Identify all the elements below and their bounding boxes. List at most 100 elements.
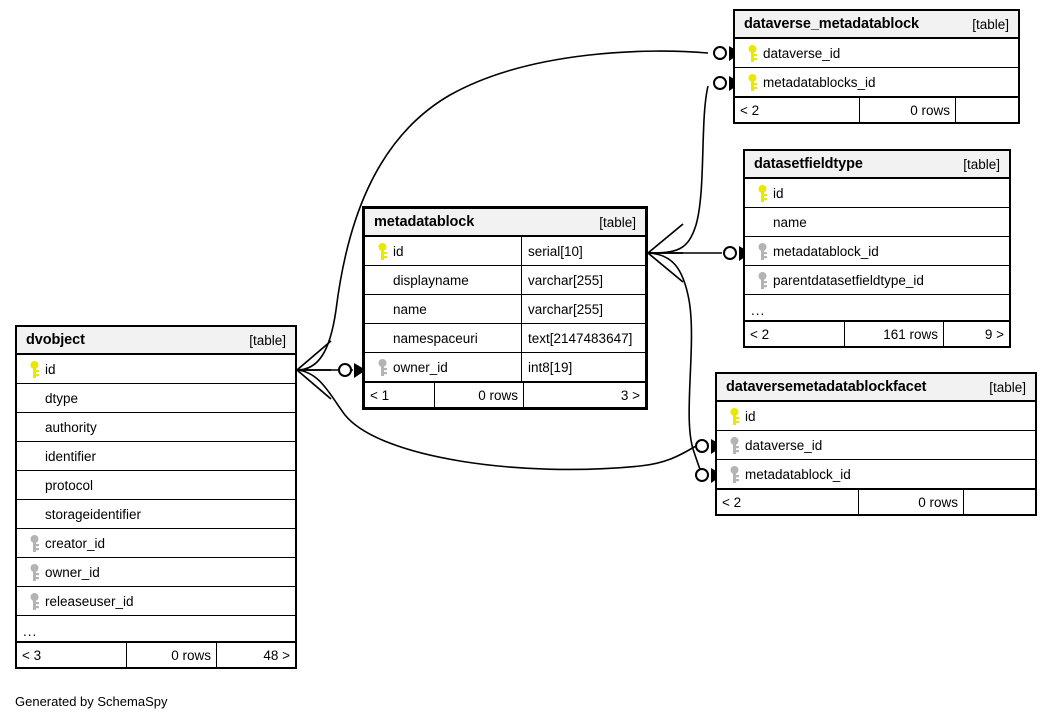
table-footer: < 2 0 rows: [735, 97, 1018, 122]
column-name: protocol: [45, 477, 94, 493]
footer-children: [963, 490, 1035, 514]
column-type: serial[10]: [521, 237, 645, 265]
table-row[interactable]: releaseuser_id: [17, 587, 295, 616]
footer-parents: < 3: [22, 647, 42, 663]
more-columns-indicator: ...: [17, 616, 295, 642]
table-datasetfieldtype[interactable]: datasetfieldtype [table] id name metad: [743, 149, 1011, 348]
table-row[interactable]: metadatablock_id: [745, 237, 1009, 266]
table-row[interactable]: dataverse_id: [717, 431, 1035, 460]
table-header: metadatablock [table]: [365, 209, 645, 237]
table-row[interactable]: protocol: [17, 471, 295, 500]
more-columns-indicator: ...: [745, 295, 1009, 321]
column-name: dataverse_id: [745, 437, 823, 453]
footer-rowcount: 0 rows: [126, 643, 216, 667]
table-row[interactable]: id serial[10]: [365, 237, 645, 266]
foreign-key-icon: [723, 465, 745, 483]
table-row[interactable]: owner_id int8[19]: [365, 353, 645, 382]
table-dataverse_metadatablock[interactable]: dataverse_metadatablock [table] datavers…: [733, 9, 1020, 124]
table-row[interactable]: authority: [17, 413, 295, 442]
foreign-key-icon: [723, 436, 745, 454]
footer-parents: < 2: [740, 102, 760, 118]
column-cell: id: [717, 402, 1035, 430]
table-row[interactable]: name varchar[255]: [365, 295, 645, 324]
column-cell: parentdatasetfieldtype_id: [745, 266, 1009, 294]
column-cell: name: [365, 295, 521, 323]
foreign-key-icon: [371, 358, 393, 376]
column-cell: identifier: [17, 442, 295, 470]
foreign-key-icon: [751, 242, 773, 260]
table-row[interactable]: metadatablocks_id: [735, 68, 1018, 97]
column-name: owner_id: [45, 564, 100, 580]
column-type: int8[19]: [521, 353, 645, 381]
column-name: identifier: [45, 448, 97, 464]
table-dvobject[interactable]: dvobject [table] id dtype authority: [15, 325, 297, 669]
column-cell: dtype: [17, 384, 295, 412]
table-metadatablock[interactable]: metadatablock [table] id serial[10] disp…: [362, 206, 648, 410]
table-title: dataverse_metadatablock: [744, 16, 920, 32]
column-name: creator_id: [45, 535, 106, 551]
table-row[interactable]: dataverse_id: [735, 39, 1018, 68]
footer-rowcount: 0 rows: [859, 98, 955, 122]
column-cell: storageidentifier: [17, 500, 295, 528]
table-row[interactable]: parentdatasetfieldtype_id: [745, 266, 1009, 295]
column-name: metadatablock_id: [773, 243, 879, 259]
column-cell: dataverse_id: [717, 431, 1035, 459]
table-row[interactable]: id: [17, 355, 295, 384]
table-row[interactable]: displayname varchar[255]: [365, 266, 645, 295]
table-row[interactable]: name: [745, 208, 1009, 237]
table-row[interactable]: dtype: [17, 384, 295, 413]
column-cell: creator_id: [17, 529, 295, 557]
primary-key-icon: [751, 184, 773, 202]
table-row[interactable]: owner_id: [17, 558, 295, 587]
table-row[interactable]: id: [745, 179, 1009, 208]
footer-children: 3 >: [523, 383, 645, 407]
column-cell: id: [745, 179, 1009, 207]
footer-rowcount: 0 rows: [858, 490, 963, 514]
column-cell: metadatablock_id: [745, 237, 1009, 265]
column-name: id: [393, 243, 404, 259]
column-name: metadatablocks_id: [763, 74, 876, 90]
column-cell: displayname: [365, 266, 521, 294]
column-name: dataverse_id: [763, 45, 841, 61]
column-cell: releaseuser_id: [17, 587, 295, 615]
table-row[interactable]: id: [717, 402, 1035, 431]
column-name: namespaceuri: [393, 330, 478, 346]
table-type-tag: [table]: [249, 332, 286, 348]
primary-key-icon: [723, 407, 745, 425]
table-row[interactable]: metadatablock_id: [717, 460, 1035, 489]
footer-parents: < 2: [750, 326, 770, 342]
column-cell: name: [745, 208, 1009, 236]
footer-children: [955, 98, 1018, 122]
column-type: text[2147483647]: [521, 324, 645, 352]
table-dataversemetadatablockfacet[interactable]: dataversemetadatablockfacet [table] id d…: [715, 372, 1037, 516]
primary-key-icon: [741, 73, 763, 91]
table-row[interactable]: storageidentifier: [17, 500, 295, 529]
column-name: authority: [45, 419, 97, 435]
column-type: varchar[255]: [521, 266, 645, 294]
column-type: varchar[255]: [521, 295, 645, 323]
table-footer: < 2 0 rows: [717, 489, 1035, 514]
table-footer: < 3 0 rows 48 >: [17, 642, 295, 667]
column-name: dtype: [45, 390, 79, 406]
edge-metadatablock-to-facet-metadatablock-id: [647, 252, 703, 475]
table-type-tag: [table]: [989, 379, 1026, 395]
footer-parents: < 2: [722, 494, 742, 510]
column-name: metadatablock_id: [745, 466, 851, 482]
column-cell: owner_id: [365, 353, 521, 381]
primary-key-icon: [371, 242, 393, 260]
table-row[interactable]: identifier: [17, 442, 295, 471]
column-cell: dataverse_id: [735, 39, 1018, 67]
table-row[interactable]: namespaceuri text[2147483647]: [365, 324, 645, 353]
column-cell: owner_id: [17, 558, 295, 586]
primary-key-icon: [741, 44, 763, 62]
column-cell: namespaceuri: [365, 324, 521, 352]
table-title: datasetfieldtype: [754, 156, 863, 172]
table-row[interactable]: creator_id: [17, 529, 295, 558]
column-name: name: [773, 214, 807, 230]
table-header: dataverse_metadatablock [table]: [735, 11, 1018, 39]
column-name: storageidentifier: [45, 506, 142, 522]
column-name: parentdatasetfieldtype_id: [773, 272, 924, 288]
edge-metadatablock-to-dataverse_metadatablock: [647, 85, 709, 254]
column-cell: metadatablock_id: [717, 460, 1035, 488]
column-cell: metadatablocks_id: [735, 68, 1018, 96]
